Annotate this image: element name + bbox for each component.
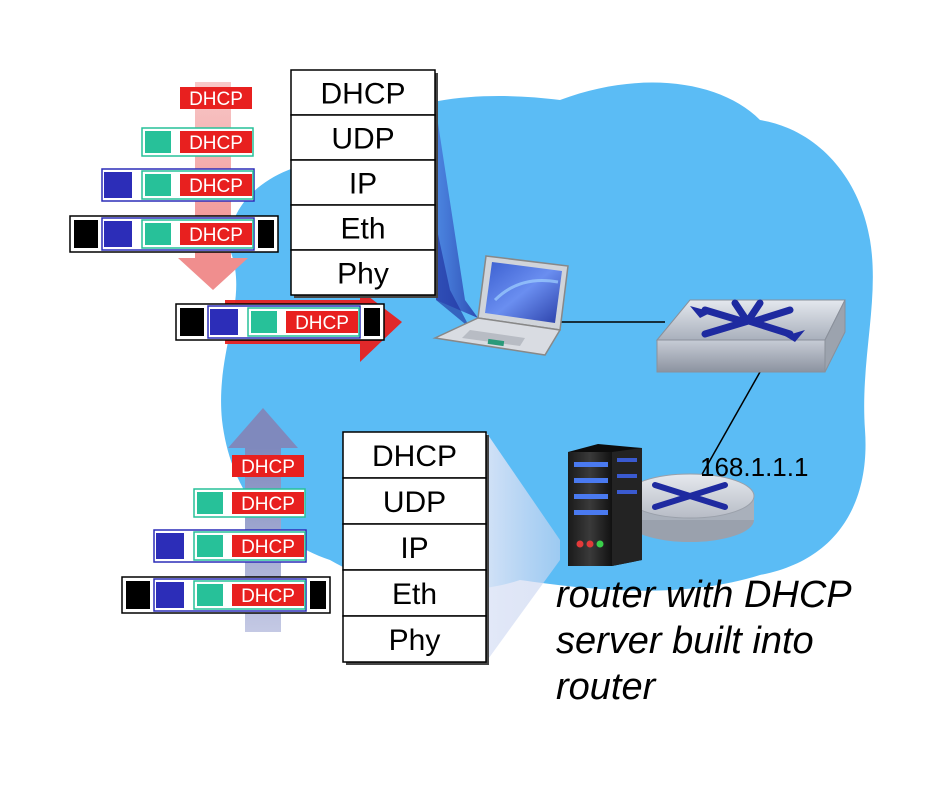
dhcp-message-label: DHCP — [295, 313, 349, 334]
dhcp-message — [232, 455, 304, 477]
client-stack-layer-label: Phy — [337, 258, 389, 291]
incoming-decapsulation: DHCP DHCP DHCP DHCP — [121, 455, 331, 614]
server-stack-layer-box — [342, 431, 487, 479]
client-stack-layer-label: IP — [349, 168, 377, 201]
udp-header — [145, 174, 171, 196]
dhcp-message-label: DHCP — [241, 457, 295, 478]
client-stack-layer-box — [290, 249, 436, 296]
client-stack-layer-label: Eth — [340, 213, 385, 246]
dhcp-message — [232, 492, 304, 514]
eth-header — [126, 581, 150, 609]
client-stack-layer-box — [290, 114, 436, 161]
packet-transmitted: DHCP — [175, 303, 385, 341]
server-stack-layer-box — [342, 569, 487, 617]
router-icon[interactable] — [625, 473, 755, 542]
udp-header — [197, 535, 223, 557]
router-ip-label: 168.1.1.1 — [700, 452, 808, 482]
eth-trailer — [258, 220, 274, 248]
client-stack-layer-box — [290, 159, 436, 206]
upper-stack-beam — [436, 110, 478, 318]
dhcp-message-label: DHCP — [189, 89, 243, 110]
eth-header — [180, 308, 204, 336]
caption-line-3: router — [556, 666, 656, 708]
packet-ip: DHCP — [101, 168, 255, 202]
udp-header — [251, 311, 277, 333]
switch-router-link — [699, 371, 761, 479]
packet-eth: DHCP — [69, 215, 279, 253]
dhcp-server-icon[interactable] — [568, 444, 642, 566]
server-stack-layer-box — [342, 523, 487, 571]
caption-line-1: router with DHCP — [556, 574, 852, 616]
dhcp-message — [180, 223, 252, 245]
ip-header — [156, 533, 184, 559]
server-stack-layer-box — [342, 615, 487, 663]
dhcp-message — [180, 131, 252, 153]
dhcp-message-label: DHCP — [241, 494, 295, 515]
router-caption: router with DHCP server built into route… — [556, 572, 946, 710]
packet-on-wire: DHCP — [175, 303, 385, 341]
dhcp-message-label: DHCP — [189, 225, 243, 246]
dhcp-message-label: DHCP — [241, 537, 295, 558]
dhcp-message — [232, 584, 304, 606]
upper-stack-beam-edge — [436, 225, 470, 328]
dhcp-message-label: DHCP — [189, 176, 243, 197]
dhcp-message-label: DHCP — [189, 133, 243, 154]
switch-icon[interactable] — [655, 299, 846, 373]
lower-stack-beam — [486, 432, 560, 662]
server-stack-layer-label: UDP — [383, 486, 446, 519]
dhcp-message — [180, 174, 252, 196]
dhcp-message — [180, 87, 252, 109]
packet-udp: DHCP — [141, 127, 254, 157]
packet-dhcp-only: DHCP — [180, 87, 252, 110]
server-stack-layer-label: DHCP — [372, 440, 457, 473]
packet-dhcp-only: DHCP — [232, 455, 304, 478]
dhcp-message-label: DHCP — [241, 586, 295, 607]
eth-trailer — [364, 308, 380, 336]
server-stack-layer-label: IP — [400, 532, 428, 565]
client-stack-layer-box — [290, 204, 436, 251]
packet-eth: DHCP — [121, 576, 331, 614]
ip-header — [104, 172, 132, 198]
client-stack-layer-label: UDP — [331, 123, 394, 156]
dhcp-message — [232, 535, 304, 557]
udp-header — [145, 131, 171, 153]
server-stack-layer-label: Eth — [392, 578, 437, 611]
udp-header — [145, 223, 171, 245]
ip-header — [210, 309, 238, 335]
eth-header — [74, 220, 98, 248]
server-stack-layer-label: Phy — [389, 624, 441, 657]
caption-line-2: server built into — [556, 620, 814, 662]
udp-header — [197, 492, 223, 514]
packet-udp: DHCP — [193, 488, 306, 518]
client-stack-layer-label: DHCP — [320, 78, 405, 111]
dhcp-message — [286, 311, 358, 333]
outgoing-encapsulation: DHCP DHCP DHCP DHCP — [69, 87, 279, 253]
packet-ip: DHCP — [153, 529, 307, 563]
udp-header — [197, 584, 223, 606]
eth-trailer — [310, 581, 326, 609]
ip-header — [156, 582, 184, 608]
laptop-icon[interactable] — [432, 255, 569, 356]
ip-header — [104, 221, 132, 247]
server-stack-layer-box — [342, 477, 487, 525]
